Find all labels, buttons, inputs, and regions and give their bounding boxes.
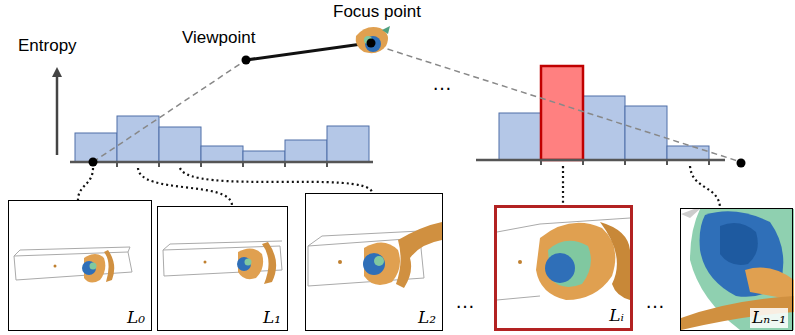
rendering [158,207,287,330]
axis-label: Entropy [18,36,77,56]
ellipsis: … [645,290,665,313]
axis-arrow [56,72,59,155]
rendering-thumbnail: L₀ [8,200,152,331]
rendering-thumbnail: Lₙ₋₁ [680,208,793,331]
rendering [681,209,794,330]
ellipsis: … [455,290,475,313]
ellipsis: … [432,72,452,95]
rendering [306,194,442,330]
annotation-label: Focus point [333,2,421,22]
rendering [497,208,630,328]
selected-bar [541,66,583,160]
histogram [75,116,369,162]
level-label: L₀ [125,308,147,328]
rendering-thumbnail: Lᵢ [494,205,633,331]
level-label: L₂ [416,308,438,328]
focus-object [356,26,390,53]
rendering [9,201,151,330]
level-label: Lₙ₋₁ [750,308,788,328]
rendering-thumbnail: L₂ [305,193,443,331]
level-label: L₁ [261,308,283,328]
annotation-label: Viewpoint [182,28,255,48]
level-label: Lᵢ [607,306,626,326]
histogram [499,96,709,160]
rendering-thumbnail: L₁ [157,206,288,331]
